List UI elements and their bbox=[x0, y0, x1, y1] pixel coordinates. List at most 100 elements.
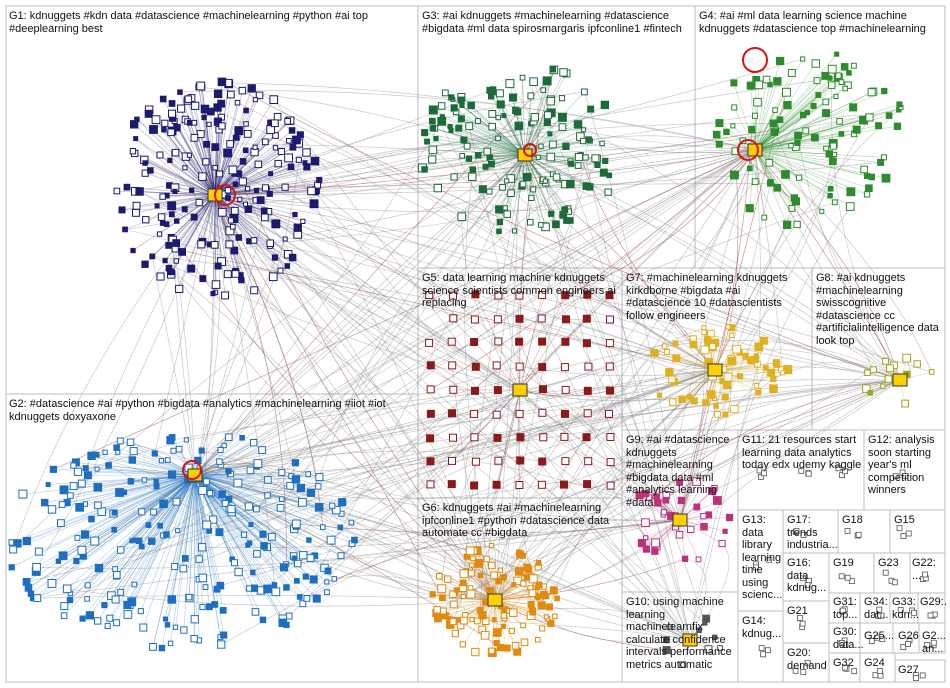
inter-group-edge bbox=[194, 474, 295, 559]
node bbox=[900, 533, 907, 539]
inter-group-edge bbox=[524, 154, 886, 362]
node bbox=[112, 566, 119, 572]
node bbox=[477, 572, 484, 579]
node bbox=[449, 590, 457, 598]
edge bbox=[159, 194, 216, 235]
node bbox=[821, 71, 830, 80]
node bbox=[566, 179, 575, 189]
inter-group-edge bbox=[194, 369, 782, 476]
edge bbox=[214, 194, 222, 262]
node bbox=[244, 205, 253, 213]
node bbox=[500, 623, 506, 629]
node bbox=[919, 672, 926, 679]
node bbox=[508, 627, 515, 634]
edge bbox=[679, 519, 699, 560]
node bbox=[455, 124, 463, 132]
node bbox=[437, 102, 446, 110]
node bbox=[305, 471, 311, 477]
node bbox=[165, 241, 173, 249]
edge bbox=[754, 149, 830, 155]
node bbox=[470, 315, 479, 324]
edge bbox=[754, 149, 881, 163]
node bbox=[515, 409, 524, 418]
inter-group-edge bbox=[679, 117, 870, 521]
edge bbox=[754, 149, 797, 202]
edge bbox=[492, 599, 496, 653]
node bbox=[123, 600, 132, 609]
edge bbox=[194, 474, 355, 541]
node bbox=[459, 579, 467, 587]
node bbox=[844, 81, 852, 89]
node bbox=[79, 615, 86, 622]
inter-group-edge bbox=[227, 152, 496, 601]
edge bbox=[524, 97, 563, 156]
node bbox=[167, 268, 175, 276]
node bbox=[713, 496, 722, 505]
inter-group-edge bbox=[77, 389, 521, 473]
edge bbox=[754, 149, 835, 155]
node bbox=[230, 206, 239, 215]
node bbox=[600, 100, 610, 110]
edge bbox=[30, 474, 196, 594]
edge bbox=[208, 124, 216, 196]
node bbox=[250, 286, 259, 295]
node bbox=[306, 554, 315, 562]
edge bbox=[659, 369, 716, 396]
node bbox=[701, 325, 707, 331]
inter-group-edge bbox=[532, 607, 691, 641]
node bbox=[568, 160, 575, 167]
node bbox=[449, 618, 457, 626]
inter-group-edge bbox=[296, 519, 681, 534]
group-label-g10: G10: using machine learning machinelearn… bbox=[626, 596, 732, 671]
inter-group-edge bbox=[91, 455, 691, 641]
edge bbox=[194, 474, 256, 613]
inter-group-edge bbox=[221, 212, 691, 641]
inter-group-edge bbox=[194, 158, 596, 476]
node bbox=[863, 191, 871, 198]
edge bbox=[175, 474, 196, 628]
group-box-g2x bbox=[918, 622, 946, 654]
node bbox=[217, 207, 227, 217]
node bbox=[250, 237, 258, 244]
node bbox=[158, 458, 165, 464]
node bbox=[300, 218, 306, 225]
node bbox=[437, 584, 447, 594]
node bbox=[77, 545, 87, 555]
inter-group-edge bbox=[36, 519, 681, 569]
node bbox=[102, 449, 108, 456]
inter-group-edge bbox=[201, 450, 681, 521]
node bbox=[767, 368, 776, 377]
node bbox=[247, 84, 256, 93]
node bbox=[773, 77, 782, 86]
inter-group-edge bbox=[214, 194, 728, 386]
edge bbox=[524, 99, 552, 156]
node bbox=[441, 89, 449, 97]
inter-group-edge bbox=[194, 450, 543, 476]
node bbox=[426, 480, 435, 489]
node bbox=[882, 569, 889, 576]
node bbox=[515, 362, 524, 371]
node bbox=[677, 496, 686, 505]
node bbox=[129, 447, 138, 456]
node bbox=[450, 104, 458, 112]
edge bbox=[194, 474, 352, 523]
node bbox=[788, 143, 794, 149]
group-label-g2x: G2... an... bbox=[922, 630, 946, 655]
inter-group-edge bbox=[324, 389, 521, 569]
edge bbox=[454, 107, 526, 156]
inter-group-edge bbox=[461, 216, 521, 391]
edge bbox=[524, 154, 609, 193]
node bbox=[470, 481, 479, 490]
node bbox=[542, 178, 548, 184]
node bbox=[862, 384, 871, 393]
node bbox=[467, 585, 474, 591]
edge bbox=[194, 474, 327, 583]
inter-group-edge bbox=[135, 138, 521, 391]
edge bbox=[754, 91, 874, 151]
node bbox=[316, 177, 323, 184]
node bbox=[726, 513, 734, 522]
group-label-g4: G4: #ai #ml data learning science machin… bbox=[699, 10, 926, 35]
inter-group-edge bbox=[679, 129, 753, 521]
node bbox=[567, 217, 574, 224]
node bbox=[519, 74, 526, 81]
